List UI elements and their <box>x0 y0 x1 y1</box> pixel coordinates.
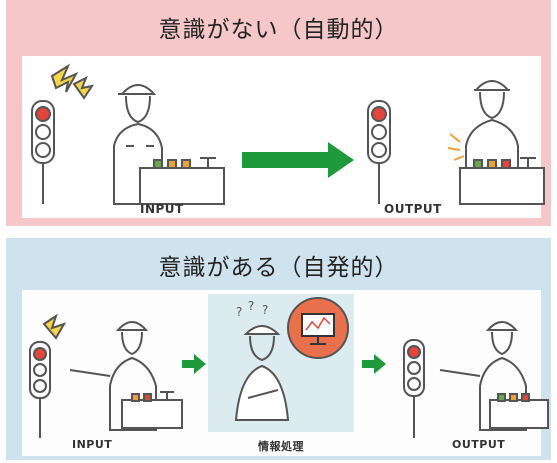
worker-figure <box>465 80 519 205</box>
automatic-panel-title: 意識がない（自動的） <box>158 17 399 43</box>
arrow-right-icon <box>182 354 206 374</box>
worker-figure <box>439 321 527 431</box>
input-label: INPUT <box>72 438 113 451</box>
lightning-icon <box>50 63 95 100</box>
control-console <box>459 157 545 205</box>
control-console <box>489 393 549 429</box>
voluntary-illustration: ? ? ? <box>29 297 549 438</box>
automatic-panel: 意識がない（自動的） <box>6 0 551 226</box>
voluntary-panel: 意識がある（自発的） <box>6 238 551 460</box>
output-label: OUTPUT <box>384 202 442 216</box>
arrow-right-icon <box>242 142 354 178</box>
control-console <box>121 391 183 429</box>
voluntary-stage: ? ? ? <box>22 290 549 456</box>
thinking-worker-figure <box>234 325 290 421</box>
traffic-light-icon <box>31 100 55 204</box>
traffic-light-icon <box>29 341 51 438</box>
worker-figure <box>113 84 163 205</box>
svg-text:?: ? <box>236 305 242 319</box>
automatic-illustration <box>31 63 545 205</box>
svg-text:?: ? <box>248 299 254 313</box>
input-label: INPUT <box>140 202 184 216</box>
automatic-stage: INPUT OUTPUT <box>22 56 545 218</box>
lightning-icon <box>42 313 67 340</box>
voluntary-panel-title: 意識がある（自発的） <box>158 255 399 281</box>
control-console <box>139 157 225 205</box>
traffic-light-icon <box>367 100 391 204</box>
process-label: 情報処理 <box>258 440 304 453</box>
arrow-right-icon <box>362 354 386 374</box>
flash-icon <box>447 133 465 161</box>
traffic-light-icon <box>403 339 425 438</box>
question-marks-icon: ? ? ? <box>236 299 268 319</box>
worker-figure <box>69 321 157 431</box>
output-label: OUTPUT <box>452 438 506 451</box>
svg-text:?: ? <box>262 303 268 317</box>
